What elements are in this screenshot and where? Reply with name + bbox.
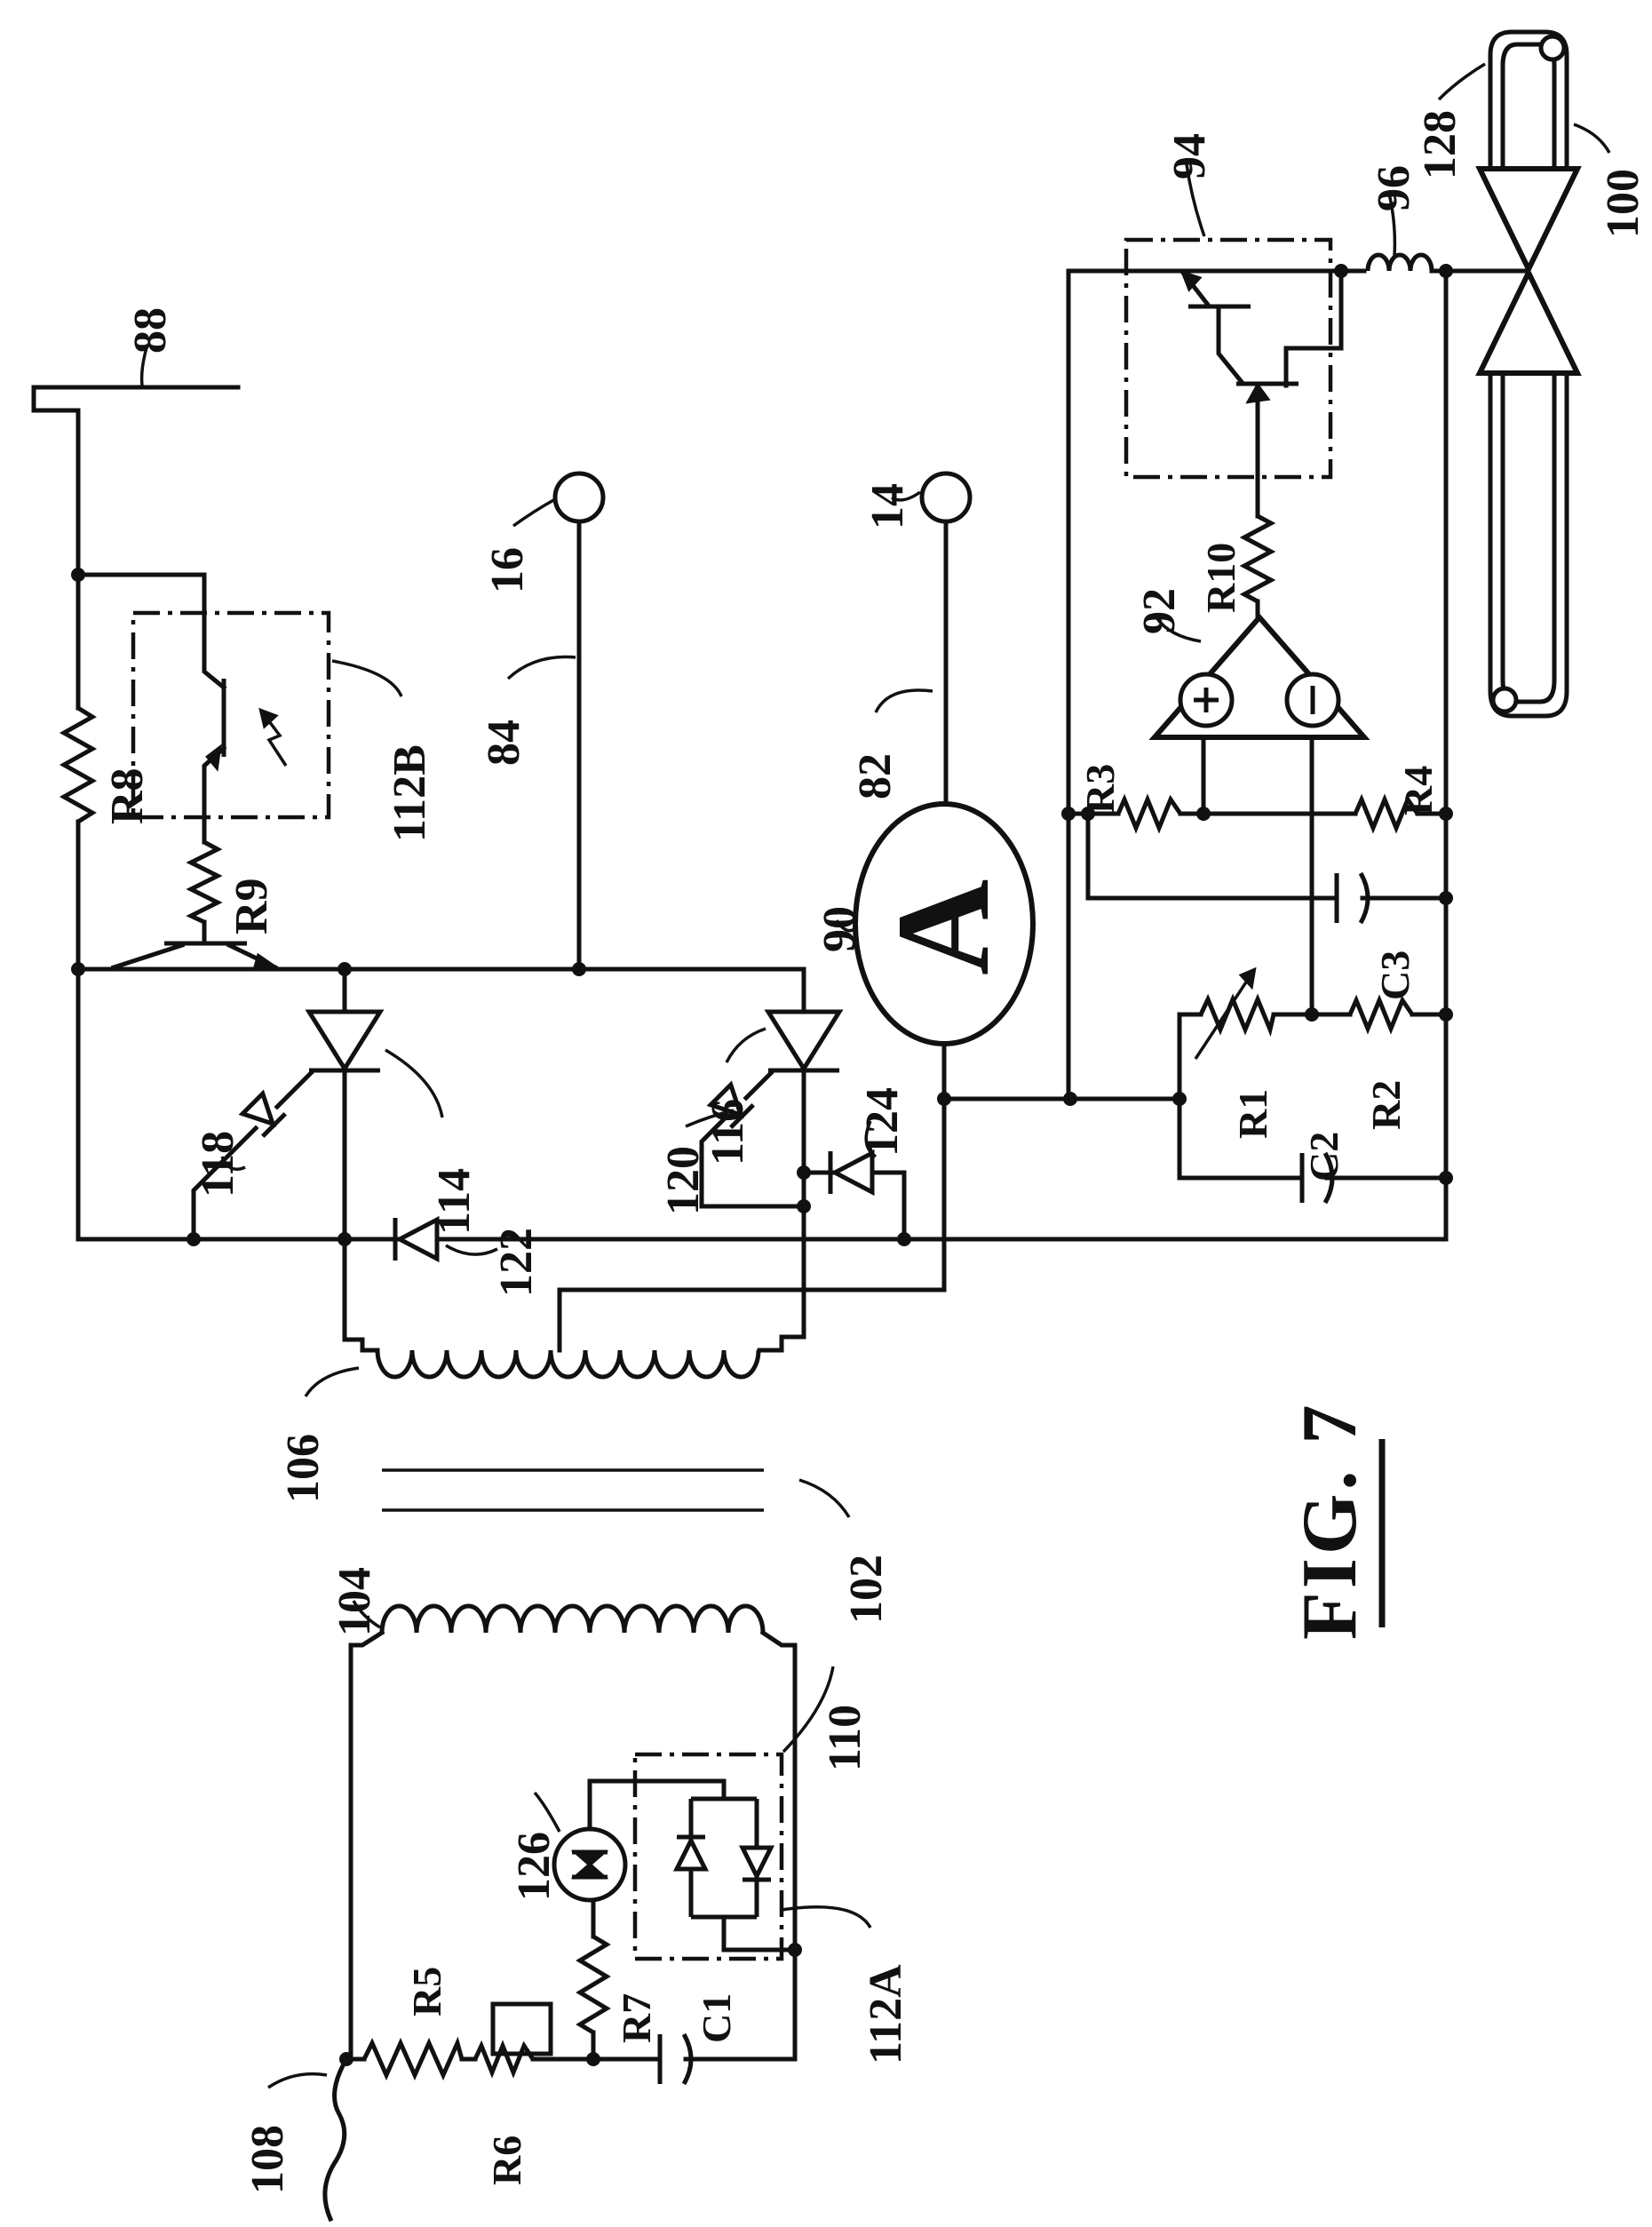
label-92: 92 bbox=[1134, 588, 1185, 634]
label-106: 106 bbox=[278, 1434, 329, 1503]
label-R3: R3 bbox=[1077, 764, 1123, 814]
thyristor-116 bbox=[699, 1009, 844, 1353]
heater-element-88 bbox=[31, 385, 241, 1242]
label-R10: R10 bbox=[1198, 543, 1243, 613]
diac-branch bbox=[552, 1778, 727, 2062]
ammeter-90: A bbox=[853, 801, 1036, 1292]
feedback-C3 bbox=[1085, 811, 1449, 925]
label-112B: 112B bbox=[385, 744, 435, 842]
darlington-94 bbox=[1066, 237, 1367, 480]
label-84: 84 bbox=[479, 720, 529, 766]
resistor-R6-body bbox=[490, 2001, 553, 2056]
optocoupler-phototransistor-112B bbox=[131, 610, 331, 820]
reference-numerals: 88 16 84 112B R8 R9 118 114 122 120 116 … bbox=[102, 110, 1648, 2194]
figure-caption: FIG. 7 bbox=[1287, 1402, 1386, 1640]
secondary-winding-106 bbox=[375, 1287, 947, 1380]
label-124: 124 bbox=[857, 1087, 908, 1157]
transistor-driver bbox=[110, 941, 282, 971]
label-88: 88 bbox=[125, 307, 176, 354]
top-bus bbox=[75, 966, 806, 1014]
line-C2 bbox=[1177, 1151, 1449, 1205]
ammeter-glyph: A bbox=[870, 879, 1017, 975]
label-C1: C1 bbox=[694, 1993, 739, 2043]
gate-diode-120 bbox=[706, 1080, 755, 1129]
junction-dots bbox=[71, 264, 1453, 2066]
label-R7: R7 bbox=[614, 1993, 659, 2043]
label-R4: R4 bbox=[1395, 766, 1441, 815]
terminal-16 bbox=[552, 471, 606, 972]
label-94: 94 bbox=[1164, 133, 1215, 179]
label-R5: R5 bbox=[404, 1967, 449, 2016]
label-118: 118 bbox=[193, 1131, 243, 1197]
resistor-R7 bbox=[576, 1934, 611, 2035]
transformer-core-102 bbox=[382, 1468, 764, 1512]
label-C2: C2 bbox=[1301, 1132, 1346, 1181]
ac-line-108 bbox=[322, 2056, 350, 2223]
label-R6: R6 bbox=[484, 2136, 529, 2185]
resistor-R10 bbox=[1239, 474, 1276, 620]
leader-lines bbox=[139, 62, 1611, 2089]
label-120: 120 bbox=[658, 1146, 709, 1215]
primary-winding-104 bbox=[348, 1603, 798, 2062]
opamp-plus-input bbox=[1194, 688, 1219, 712]
gas-tube-128 bbox=[1488, 29, 1569, 719]
terminal-14 bbox=[919, 471, 973, 807]
opamp-92 bbox=[1148, 613, 1370, 1017]
optocoupler-led-pair-112A bbox=[632, 1752, 798, 1961]
figure-caption-text: FIG. 7 bbox=[1287, 1402, 1373, 1640]
label-R9: R9 bbox=[226, 878, 277, 935]
label-114: 114 bbox=[429, 1168, 480, 1235]
label-104: 104 bbox=[330, 1567, 380, 1636]
resistor-R9 bbox=[186, 815, 223, 944]
resistor-R8 bbox=[59, 705, 98, 824]
gate-diode-118 bbox=[238, 1089, 287, 1138]
label-112A: 112A bbox=[861, 1964, 911, 2064]
bus-R3-R4 bbox=[1066, 793, 1449, 834]
diode-124 bbox=[801, 1149, 907, 1242]
label-96: 96 bbox=[1369, 165, 1419, 211]
wire-to-112B bbox=[75, 572, 207, 616]
label-82: 82 bbox=[850, 753, 901, 799]
resistor-R2 bbox=[1347, 994, 1415, 1035]
valve-100 bbox=[1475, 166, 1582, 376]
diode-122 bbox=[393, 1215, 440, 1263]
thyristor-114 bbox=[191, 966, 385, 1353]
label-128: 128 bbox=[1415, 110, 1465, 179]
label-C3: C3 bbox=[1372, 950, 1418, 1000]
label-100: 100 bbox=[1598, 169, 1648, 238]
label-122: 122 bbox=[491, 1228, 542, 1297]
label-16: 16 bbox=[482, 547, 533, 593]
label-R1: R1 bbox=[1230, 1089, 1275, 1139]
label-102: 102 bbox=[841, 1555, 892, 1624]
label-14: 14 bbox=[862, 483, 913, 529]
label-R8: R8 bbox=[102, 768, 153, 824]
resistor-R4 bbox=[1353, 793, 1420, 834]
label-116: 116 bbox=[703, 1099, 753, 1165]
label-108: 108 bbox=[242, 2125, 293, 2194]
resistor-R3 bbox=[1116, 793, 1183, 834]
label-90: 90 bbox=[814, 906, 865, 952]
label-126: 126 bbox=[509, 1832, 560, 1901]
label-R2: R2 bbox=[1363, 1080, 1409, 1130]
resistor-R1 bbox=[1198, 993, 1276, 1038]
label-110: 110 bbox=[820, 1705, 870, 1771]
